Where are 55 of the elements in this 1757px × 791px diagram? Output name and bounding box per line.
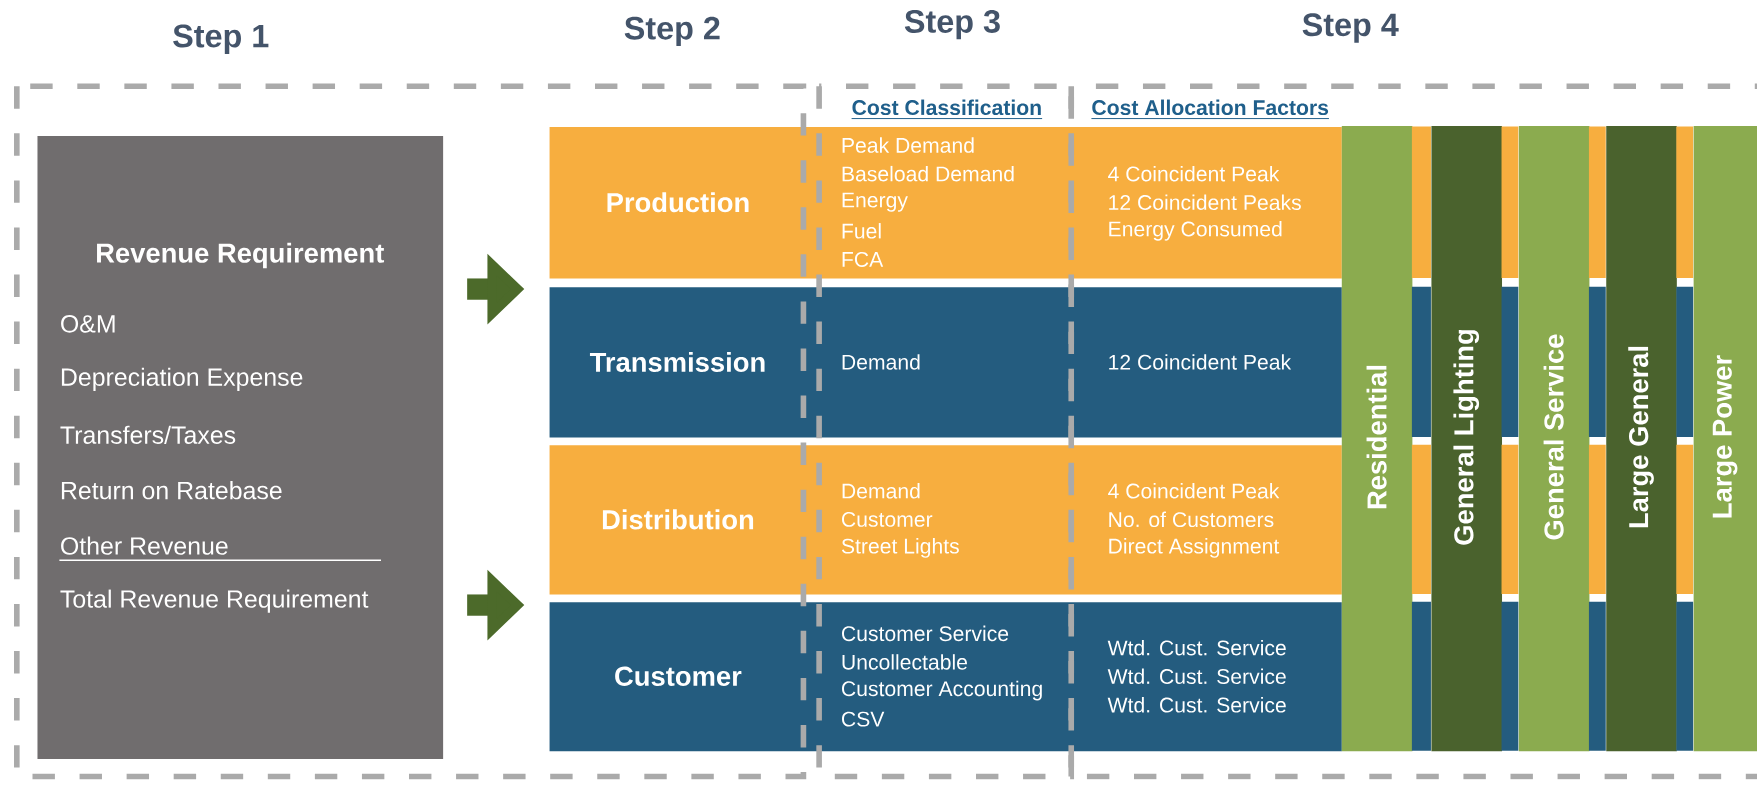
list-item: Customer Service xyxy=(842,625,1009,642)
band-title: Distribution xyxy=(602,509,754,530)
step-label: Step 1 xyxy=(173,24,269,54)
list-item: Other Revenue xyxy=(61,536,228,555)
step-label: Step 4 xyxy=(1302,13,1399,43)
bar-label: Residential xyxy=(1366,365,1387,509)
list-item: FCA xyxy=(842,251,884,267)
list-item: Customer Accounting xyxy=(842,680,1042,701)
category-band xyxy=(549,127,1342,279)
bar-label: General Lighting xyxy=(1453,330,1480,545)
list-item: O&M xyxy=(61,315,115,333)
category-band xyxy=(549,602,1342,752)
revenue-box xyxy=(37,136,444,760)
list-item: 12 Coincident Peaks xyxy=(1109,194,1301,210)
band-title: Transmission xyxy=(589,351,765,372)
list-item: Depreciation Expense xyxy=(61,367,303,391)
list-item: 4 Coincident Peak xyxy=(1108,165,1280,182)
category-band xyxy=(549,287,1342,438)
list-item: Demand xyxy=(842,354,920,370)
list-item: Transfers/Taxes xyxy=(60,425,236,444)
band-title: Production xyxy=(607,192,749,213)
list-item: Return on Ratebase xyxy=(61,481,282,500)
bar-label: Large Power xyxy=(1712,355,1738,518)
list-item: Wtd. Cust. Service xyxy=(1107,697,1286,713)
step-label: Step 2 xyxy=(624,16,720,46)
column-heading: Cost Classification xyxy=(851,99,1043,120)
list-item: Wtd. Cust. Service xyxy=(1107,639,1286,656)
list-item: Total Revenue Requirement xyxy=(60,589,369,613)
box-heading: Revenue Requirement xyxy=(97,242,384,269)
list-item: Energy Consumed xyxy=(1109,220,1282,241)
list-item: Baseload Demand xyxy=(842,165,1014,182)
column-heading: Cost Allocation Factors xyxy=(1090,99,1330,120)
class-column xyxy=(1518,125,1606,752)
list-item: Demand xyxy=(842,482,920,499)
list-item: Peak Demand xyxy=(842,137,974,153)
bar-label: Large General xyxy=(1628,346,1654,528)
list-item: Wtd. Cust. Service xyxy=(1107,668,1286,684)
step-label: Step 3 xyxy=(904,9,1000,40)
list-item: 12 Coincident Peak xyxy=(1109,354,1292,370)
list-item: Direct Assignment xyxy=(1109,538,1280,558)
list-item: Fuel xyxy=(842,223,881,239)
class-column xyxy=(1693,125,1757,752)
class-column xyxy=(1431,125,1519,752)
band-title: Customer xyxy=(615,666,742,686)
list-item: Uncollectable xyxy=(842,654,967,670)
bar-label: General Service xyxy=(1543,334,1564,540)
list-item: No. of Customers xyxy=(1109,511,1274,528)
list-item: Customer xyxy=(842,511,933,527)
list-item: CSV xyxy=(842,711,885,727)
list-item: Energy xyxy=(842,192,908,212)
class-column xyxy=(1341,125,1431,752)
list-item: 4 Coincident Peak xyxy=(1108,482,1280,499)
list-item: Street Lights xyxy=(841,538,959,558)
category-band xyxy=(549,445,1342,595)
class-column xyxy=(1606,125,1694,752)
